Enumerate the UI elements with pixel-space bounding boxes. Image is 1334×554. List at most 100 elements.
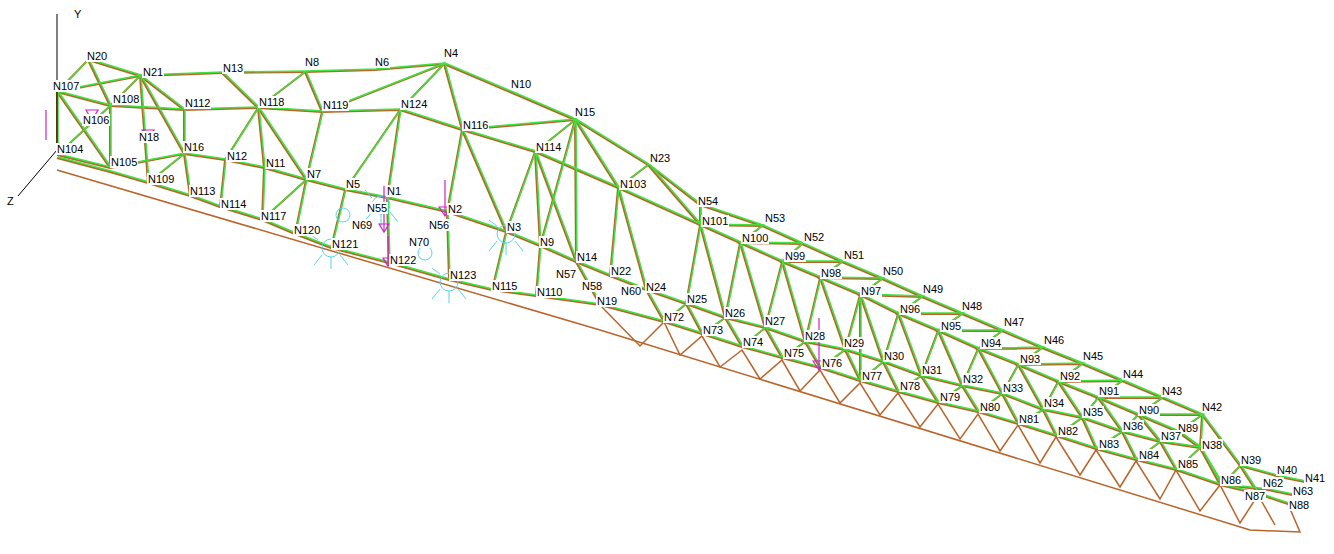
node-label: N1 (386, 185, 402, 197)
node-label: N57 (555, 268, 577, 280)
node-label: N86 (1220, 474, 1242, 486)
node-label: N99 (784, 250, 806, 262)
node-label: N79 (939, 391, 961, 403)
node-label: N116 (462, 119, 489, 131)
node-label: N52 (803, 231, 825, 243)
node-label: N101 (701, 215, 729, 227)
node-label: N42 (1201, 401, 1223, 413)
node-label: N108 (112, 93, 140, 105)
node-label: N114 (220, 198, 247, 210)
node-label: N53 (764, 212, 786, 224)
node-label: N90 (1138, 404, 1160, 416)
node-label: N37 (1160, 430, 1182, 442)
node-label: N76 (821, 357, 843, 369)
node-label: N10 (510, 78, 532, 90)
node-label: N18 (138, 131, 160, 143)
node-label: N118 (258, 96, 285, 108)
node-label: N109 (147, 173, 175, 185)
node-label: N77 (861, 370, 883, 382)
node-label: N41 (1304, 472, 1326, 484)
node-label: N120 (293, 224, 321, 236)
node-label: N14 (576, 251, 598, 263)
node-label: N44 (1122, 368, 1144, 380)
node-label: N13 (222, 62, 244, 74)
node-label: N100 (741, 232, 769, 244)
node-label: N60 (620, 285, 642, 297)
node-label: N97 (860, 285, 882, 297)
node-label: N88 (1288, 499, 1310, 511)
node-label: N29 (843, 337, 865, 349)
node-label: N74 (742, 336, 764, 348)
node-label: N24 (645, 281, 667, 293)
node-label: N31 (921, 364, 943, 376)
node-label: N123 (449, 269, 477, 281)
node-label: N28 (804, 330, 826, 342)
node-label: N84 (1138, 449, 1160, 461)
supports (310, 190, 523, 303)
axis-label: Y (73, 8, 82, 20)
node-label: N19 (596, 295, 618, 307)
node-label: N117 (260, 210, 287, 222)
node-label: N30 (883, 350, 905, 362)
node-label: N34 (1043, 397, 1065, 409)
node-label: N48 (961, 300, 983, 312)
node-label: N72 (663, 311, 685, 323)
node-label: N45 (1082, 350, 1104, 362)
node-label: N49 (922, 283, 944, 295)
node-label: N107 (52, 80, 80, 92)
node-label: N98 (820, 267, 842, 279)
node-label: N82 (1057, 425, 1079, 437)
node-label: N9 (539, 236, 555, 248)
node-label: N96 (899, 303, 921, 315)
node-label: N112 (184, 97, 211, 109)
node-label: N78 (899, 380, 921, 392)
node-label: N21 (142, 66, 164, 78)
node-label: N23 (649, 152, 671, 164)
node-label: N39 (1240, 454, 1262, 466)
node-label: N119 (322, 99, 349, 111)
node-label: N115 (491, 280, 518, 292)
node-label: N20 (86, 50, 108, 62)
node-label: N32 (962, 373, 984, 385)
node-label: N87 (1244, 490, 1266, 502)
node-label: N26 (724, 307, 746, 319)
axis-label: Z (6, 195, 15, 207)
node-label: N36 (1122, 420, 1144, 432)
node-label: N25 (686, 293, 708, 305)
node-label: N6 (374, 56, 390, 68)
node-label: N4 (443, 47, 459, 59)
node-label: N33 (1002, 382, 1024, 394)
node-label: N2 (447, 203, 463, 215)
node-label: N5 (345, 178, 361, 190)
node-label: N94 (980, 337, 1002, 349)
node-label: N70 (408, 236, 430, 248)
frame-members-brown (57, 60, 1305, 504)
node-label: N63 (1292, 485, 1314, 497)
node-label: N121 (331, 238, 359, 250)
node-label: N47 (1003, 316, 1025, 328)
node-label: N16 (183, 141, 205, 153)
node-label: N73 (702, 324, 724, 336)
load-arrows (46, 110, 825, 370)
node-label: N3 (506, 221, 522, 233)
node-label: N92 (1059, 370, 1081, 382)
node-label: N110 (536, 286, 563, 298)
node-label: N8 (304, 56, 320, 68)
node-label: N55 (366, 202, 388, 214)
node-label: N95 (940, 320, 962, 332)
node-label: N15 (574, 106, 596, 118)
node-label: N35 (1082, 406, 1104, 418)
node-label: N43 (1161, 385, 1183, 397)
node-label: N124 (400, 98, 428, 110)
node-label: N22 (610, 265, 632, 277)
node-label: N62 (1262, 477, 1284, 489)
node-label: N122 (389, 254, 417, 266)
node-label: N105 (110, 156, 138, 168)
node-label: N51 (843, 249, 865, 261)
node-label: N11 (265, 157, 286, 169)
node-label: N103 (619, 178, 647, 190)
node-label: N83 (1098, 438, 1120, 450)
node-label: N85 (1177, 458, 1199, 470)
